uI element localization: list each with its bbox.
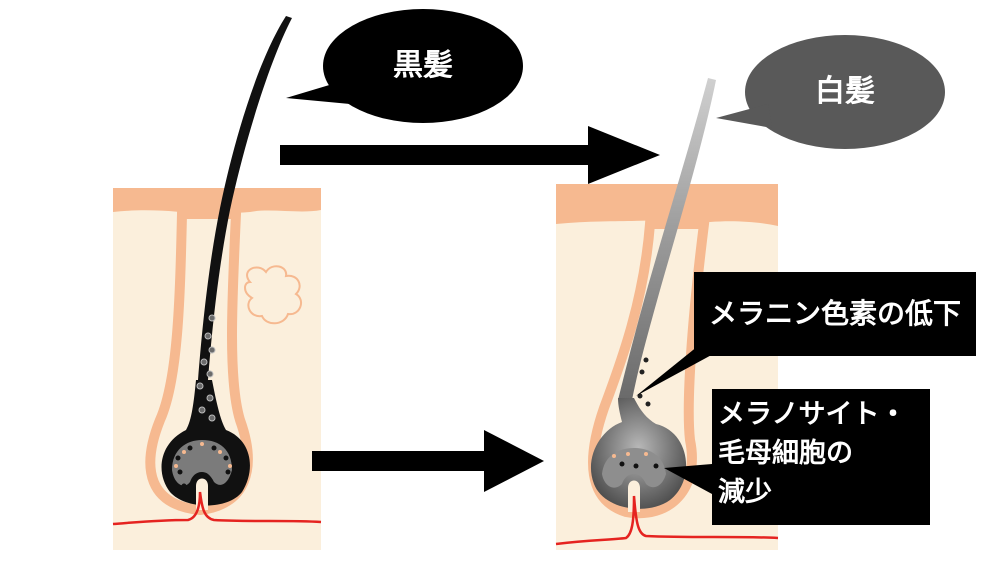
melanocyte-line-3: 減少 <box>718 477 772 509</box>
right-arrow-icon <box>312 430 544 492</box>
blood-vessel-right <box>555 495 779 546</box>
speech-bubble-black-hair <box>286 9 523 123</box>
white-hair-label: 白髪 <box>815 74 875 109</box>
callout-pointer-melanin <box>636 346 728 396</box>
speech-bubble-white-hair <box>716 35 945 149</box>
follicle-sheath-right <box>588 219 710 519</box>
blood-vessel-left <box>112 491 322 526</box>
melanocytes-peach-right <box>612 452 648 458</box>
melanocytes-left <box>175 445 231 489</box>
melanin-granules-right <box>637 357 651 407</box>
dermal-papilla-right <box>602 448 666 488</box>
melanin-granules-left <box>196 314 216 422</box>
callout-pointer-melanocyte <box>664 464 712 494</box>
melanin-decrease-text: メラニン色素の低下 <box>708 296 961 330</box>
right-arrow-icon <box>280 126 660 184</box>
melanocyte-line-2: 毛母細胞の <box>718 438 853 470</box>
dermal-papilla-left <box>172 440 232 486</box>
melanocytes-right <box>619 461 659 469</box>
melanocyte-line-1: メラノサイト・ <box>718 399 907 430</box>
sebaceous-gland <box>244 265 303 325</box>
melanocyte-decrease-callout: メラノサイト・ 毛母細胞の 減少 <box>712 389 930 525</box>
melanin-decrease-callout: メラニン色素の低下 <box>694 272 976 356</box>
epidermis-right <box>556 184 778 226</box>
melanocytes-peach-left <box>174 442 232 468</box>
black-hair-shaft <box>198 16 292 380</box>
white-hair-shaft <box>618 78 716 400</box>
black-hair-follicle <box>112 16 322 550</box>
epidermis-left <box>113 188 321 214</box>
black-hair-label: 黒髪 <box>393 48 453 83</box>
